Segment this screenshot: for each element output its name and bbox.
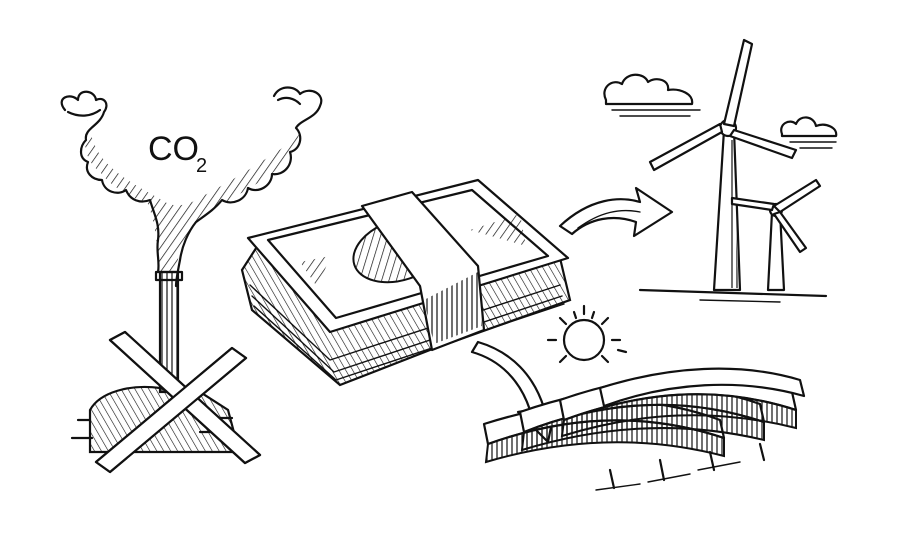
- wind-turbine-icon: [603, 38, 838, 303]
- arrow-to-wind: [558, 186, 674, 238]
- money-stack-icon: [240, 178, 572, 387]
- cloud-icon: [603, 73, 694, 106]
- smoke-cloud-right: [174, 86, 323, 288]
- co2-subscript: 2: [196, 155, 207, 177]
- factory-icon: [60, 86, 323, 474]
- co2-label: CO 2: [148, 130, 207, 177]
- co2-text: CO: [148, 130, 199, 168]
- sun-icon: [546, 304, 628, 364]
- cloud-icon-small: [780, 116, 838, 138]
- solar-panels-icon: [482, 367, 806, 491]
